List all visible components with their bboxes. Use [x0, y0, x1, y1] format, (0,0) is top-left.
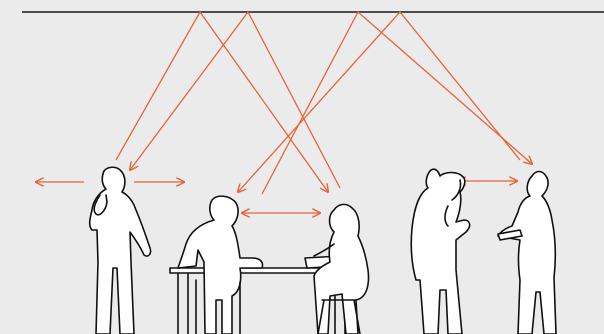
phone-caller-silhouette-icon: [90, 167, 151, 334]
reflection-path-phone-to-table: [116, 12, 328, 192]
tablet-man-silhouette-icon: [498, 172, 556, 334]
gesturing-man-silhouette-icon: [411, 169, 469, 334]
reflection-path-table-to-right-pair: [262, 12, 532, 194]
people-silhouettes: [90, 167, 556, 334]
reflection-path-table-to-phone: [130, 12, 340, 188]
seated-man-silhouette-icon: [178, 196, 263, 334]
reflected-sound-paths: [116, 12, 532, 194]
reflection-path-right-pair-to-table: [238, 12, 520, 192]
